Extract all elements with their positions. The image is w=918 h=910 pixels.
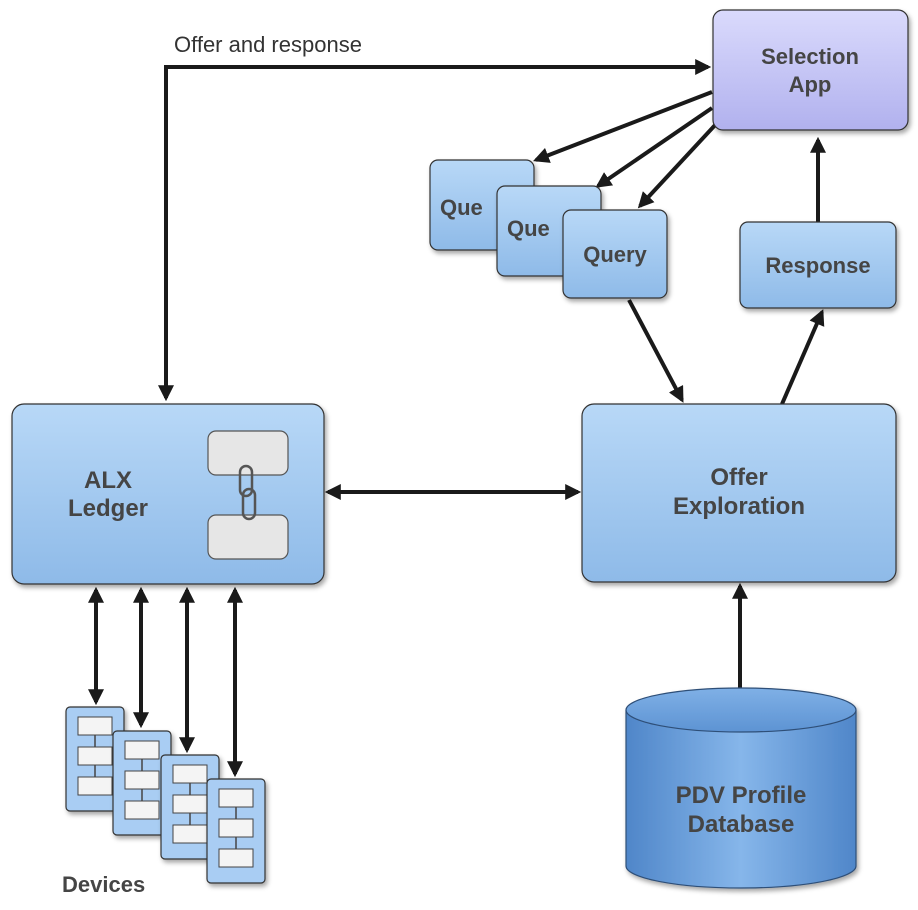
device-icon	[206, 778, 266, 884]
blockchain-icon	[207, 430, 289, 560]
devices-label: Devices	[62, 872, 145, 897]
selection-app-box: Selection App	[712, 9, 909, 131]
device-icon	[65, 706, 125, 812]
query-3-label: Query	[583, 242, 647, 267]
offer-exploration-box: Offer Exploration	[581, 403, 897, 583]
alx-ledger-line1: ALX	[84, 467, 132, 494]
alx-ledger-box: ALX Ledger	[11, 403, 325, 585]
query-box-3: Query	[562, 209, 668, 299]
selection-app-line1: Selection	[761, 44, 859, 69]
selection-to-query-3-arrow	[637, 121, 719, 209]
offer-exploration-line1: Offer	[710, 464, 767, 491]
alx-ledger-line2: Ledger	[68, 495, 148, 522]
query-2-label: Que	[507, 216, 550, 241]
query-to-offer-arrow	[627, 299, 684, 403]
connectors	[88, 59, 826, 778]
database-line1: PDV Profile	[676, 782, 807, 809]
selection-to-query-2-arrow	[595, 106, 714, 188]
device-icon	[160, 754, 220, 860]
pdv-profile-database	[625, 687, 857, 889]
selection-to-query-1-arrow	[533, 90, 713, 163]
offer-response-connector	[158, 59, 712, 402]
response-box: Response	[739, 221, 897, 309]
device-icon	[112, 730, 172, 836]
response-label: Response	[765, 253, 870, 278]
offer-to-response-arrow	[780, 309, 825, 405]
offer-exploration-line2: Exploration	[673, 493, 805, 520]
devices-group	[65, 706, 266, 884]
database-line2: Database	[688, 811, 795, 838]
query-1-label: Que	[440, 195, 483, 220]
selection-app-line2: App	[789, 72, 832, 97]
offer-and-response-label: Offer and response	[174, 32, 362, 57]
